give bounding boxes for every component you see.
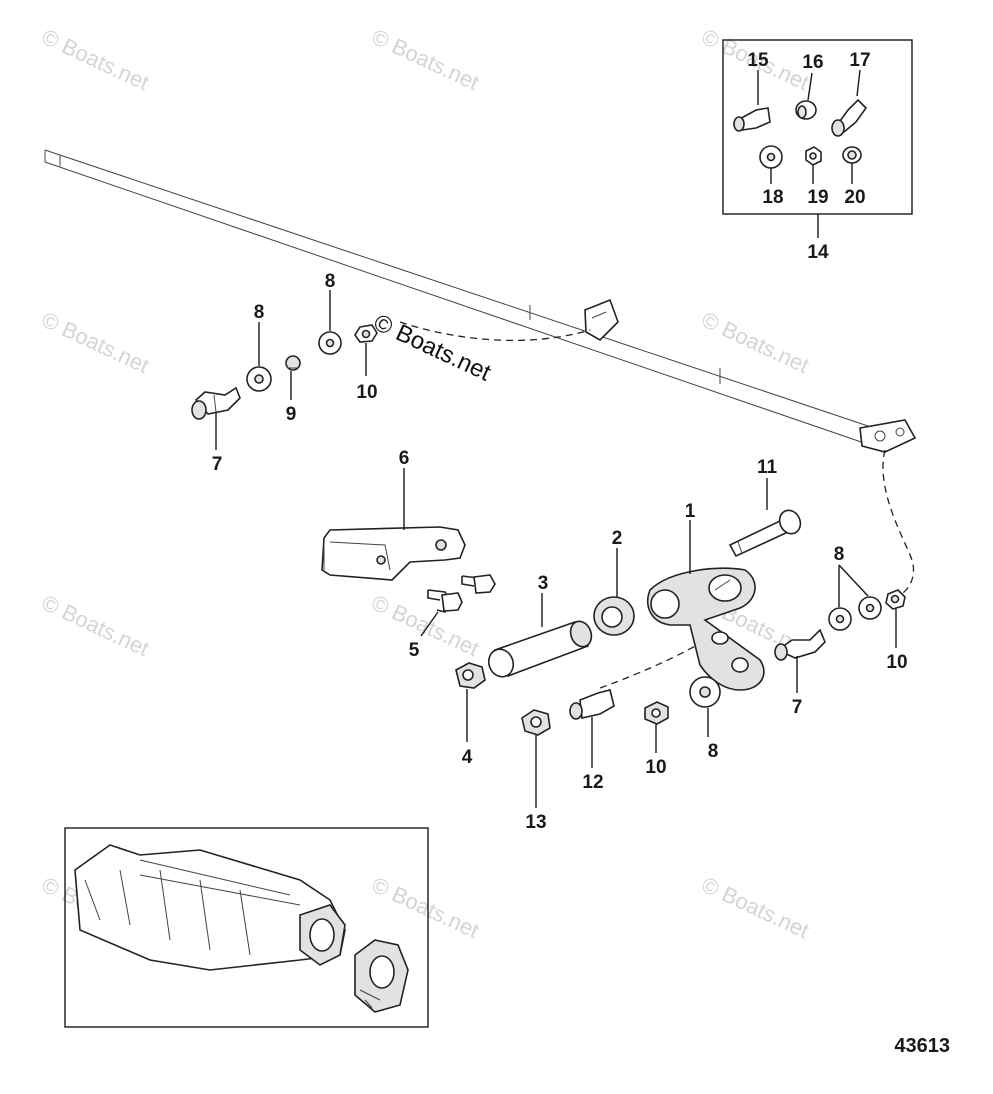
callout-17: 17	[849, 50, 870, 71]
screw-5b	[461, 574, 496, 594]
callout-16: 16	[802, 52, 823, 73]
callout-11: 11	[757, 457, 778, 478]
callout-9: 9	[286, 404, 297, 425]
stud-7-right	[774, 628, 826, 661]
watermark: © Boats.net	[368, 872, 483, 943]
kit-part-19	[805, 146, 822, 166]
callout-6: 6	[399, 448, 410, 469]
nut-10-lower	[644, 701, 669, 725]
nut-13	[521, 709, 551, 736]
callout-3: 3	[538, 573, 549, 594]
bracket-6	[321, 526, 466, 581]
callout-1: 1	[685, 501, 696, 522]
callout-14: 14	[807, 242, 829, 263]
lever-1	[646, 567, 765, 691]
callout-13: 13	[525, 812, 546, 833]
stud-12	[569, 689, 615, 720]
callout-8: 8	[834, 544, 845, 565]
watermark: © Boats.net	[368, 24, 483, 95]
bushing-2	[593, 596, 635, 636]
watermark: © Boats.net	[698, 872, 813, 943]
callout-8: 8	[708, 741, 719, 762]
callout-20: 20	[844, 187, 865, 208]
callout-4: 4	[462, 747, 473, 768]
kit-part-20	[842, 146, 862, 164]
inset-box	[64, 827, 429, 1028]
kit-part-17	[831, 98, 868, 137]
watermark: © Boats.net	[38, 24, 153, 95]
callout-2: 2	[612, 528, 623, 549]
washer-hole	[865, 603, 875, 613]
callout-15: 15	[747, 50, 769, 71]
bushing-9	[285, 355, 301, 371]
screw-5a	[427, 589, 463, 613]
kit-part-15	[733, 107, 771, 132]
washer-hole	[699, 686, 711, 698]
washer-hole	[835, 614, 845, 624]
link-line	[882, 449, 915, 598]
kit-part-16	[795, 100, 817, 120]
callout-5: 5	[409, 640, 420, 661]
link-line	[399, 321, 591, 342]
callout-10: 10	[356, 382, 377, 403]
washer-hole	[254, 374, 264, 384]
callout-8: 8	[254, 302, 265, 323]
figure-number: 43613	[894, 1035, 950, 1057]
callouts: 8 8 9 10 7 6 5 3 2 1 11 4 13 12 10 8 7 8…	[212, 50, 908, 833]
center-watermark: © Boats.net	[369, 309, 495, 387]
stud-7-upper	[191, 386, 241, 420]
washer-hole	[325, 338, 335, 348]
callout-10: 10	[645, 757, 666, 778]
engine-inset-illustration	[74, 844, 409, 1013]
callout-7: 7	[792, 697, 803, 718]
callout-8: 8	[325, 271, 336, 292]
watermark: © Boats.net	[698, 307, 813, 378]
watermark: © Boats.net	[38, 307, 153, 378]
callout-12: 12	[582, 772, 603, 793]
watermark: © Boats.net	[368, 590, 483, 661]
watermarks: © Boats.net © Boats.net © Boats.net © Bo…	[38, 24, 813, 943]
nut-4	[455, 662, 486, 689]
nut-10-right	[885, 589, 906, 610]
watermark: © Boats.net	[38, 590, 153, 661]
washer-hole	[766, 152, 776, 162]
leader-lines	[215, 69, 897, 808]
callout-10: 10	[886, 652, 907, 673]
callout-18: 18	[762, 187, 783, 208]
nut-10-upper	[354, 324, 378, 343]
link-line	[599, 639, 706, 689]
bolt-11	[728, 509, 802, 558]
callout-19: 19	[807, 187, 828, 208]
linkage-rod	[44, 149, 917, 453]
tube-3	[487, 620, 593, 678]
callout-7: 7	[212, 454, 223, 475]
